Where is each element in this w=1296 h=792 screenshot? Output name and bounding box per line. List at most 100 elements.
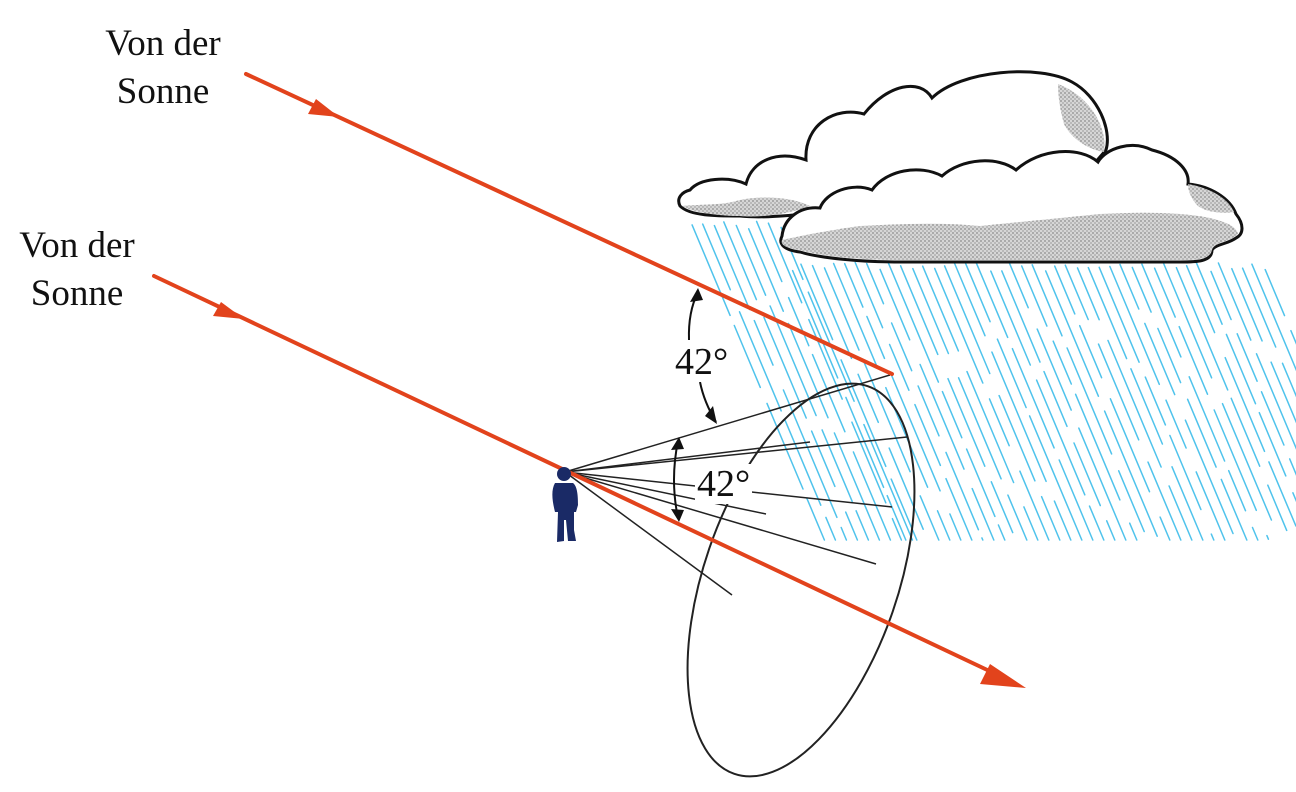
sun-ray-lower-end-arrowhead <box>980 664 1026 688</box>
rain-streak <box>1117 470 1145 533</box>
sun-ray-lower <box>152 274 1002 678</box>
cloud-front-shade <box>781 212 1238 260</box>
rain-streak <box>1001 270 1041 363</box>
rain-streak <box>854 261 884 329</box>
rain-streak <box>1255 353 1296 450</box>
sun-ray-upper <box>244 72 894 376</box>
rain-streak <box>733 324 762 389</box>
rain-streak <box>823 267 860 351</box>
rain-streak <box>1097 343 1140 441</box>
rain-streak <box>921 265 960 352</box>
rain-streak <box>919 495 940 541</box>
rain-streak <box>769 305 817 417</box>
rain-streak <box>981 537 984 541</box>
cone-line <box>564 374 891 473</box>
rain-streak <box>1169 434 1202 511</box>
rain-streak <box>1053 500 1072 541</box>
rain-streak <box>1141 263 1182 358</box>
rain-streak <box>941 390 963 439</box>
rain-streak <box>1078 324 1103 379</box>
rain-streak <box>806 497 826 541</box>
rain-streak <box>1023 506 1039 541</box>
rain-streak <box>800 263 834 341</box>
rain-streak <box>713 224 751 311</box>
rain-streak <box>863 423 914 541</box>
rain-streak <box>840 526 848 541</box>
rain-streak <box>919 363 965 470</box>
rain-streak <box>1098 266 1140 363</box>
rain-streak <box>1076 267 1100 321</box>
rain-streak <box>843 262 864 308</box>
rain-streak <box>1241 267 1277 348</box>
rain-streak <box>1175 266 1229 391</box>
rain-streak <box>914 403 942 467</box>
rain-streak <box>833 432 881 541</box>
rain-streak <box>1270 361 1296 424</box>
rain-streak <box>1105 520 1116 541</box>
rain-streak <box>1225 333 1257 405</box>
rain-streak <box>844 511 859 541</box>
sun-label-lower-line1: Von der <box>19 225 135 266</box>
angle-arc-lower <box>673 440 679 519</box>
rain-streak <box>1036 328 1072 411</box>
sun-label-lower: Von der Sonne <box>2 222 152 318</box>
rain-streak <box>866 315 886 360</box>
rain-streak <box>1107 339 1162 468</box>
rain-streak <box>735 224 767 296</box>
observer-head <box>557 467 571 481</box>
rain-streak <box>1066 347 1113 455</box>
rain-streak <box>691 224 731 317</box>
rain-streak <box>1185 264 1216 334</box>
rain-streak <box>857 373 880 424</box>
rain-streak <box>1210 533 1215 541</box>
rain-streak <box>936 510 951 541</box>
rain-streak <box>1011 347 1055 449</box>
rain-streak <box>1064 264 1089 321</box>
rain-streak <box>1153 267 1176 318</box>
arrowhead <box>671 509 684 522</box>
rain-streak <box>1221 402 1273 521</box>
rain-streak <box>1074 393 1121 501</box>
rain-streak <box>991 351 1047 483</box>
sun-ray-lower-arrowhead <box>213 302 244 319</box>
rain-streak <box>971 487 995 541</box>
rain-streak <box>1220 478 1248 541</box>
rain-streak <box>998 394 1036 482</box>
rain-streak <box>1008 261 1029 309</box>
rain-streak <box>1267 484 1288 532</box>
rain-streak <box>1165 399 1187 449</box>
rain-streak <box>1195 261 1223 325</box>
rain-streak <box>1288 458 1296 476</box>
rain-streak <box>811 264 853 360</box>
rain-streak <box>810 430 836 488</box>
angle-arcs <box>671 288 717 522</box>
rain-streak <box>1290 329 1296 345</box>
rain-streak <box>862 359 911 473</box>
cloud-back-shade-top <box>1058 84 1105 152</box>
rain-streak <box>791 269 839 379</box>
rain-streak <box>1157 327 1182 384</box>
rain-streak <box>988 398 1010 447</box>
rainbow-cone <box>564 374 916 778</box>
rain-streak <box>865 262 885 305</box>
rain-streak <box>784 419 822 506</box>
rain-streak <box>1227 469 1247 512</box>
rain-streak <box>997 524 1006 541</box>
rain-streak <box>852 451 892 541</box>
rain-streak <box>1043 370 1068 428</box>
rain-streak <box>953 261 986 337</box>
rain-streak <box>912 267 950 355</box>
sun-rays <box>152 72 1026 688</box>
rain-streak <box>1109 265 1161 386</box>
rain-streak <box>753 319 774 366</box>
sun-label-upper-line2: Sonne <box>116 71 210 112</box>
rain-streak <box>887 262 940 383</box>
angle-label-lower: 42° <box>695 463 753 505</box>
cloud-back-shade-bottom <box>682 197 810 217</box>
rain-streak <box>1258 411 1287 477</box>
rain-streak <box>840 359 887 468</box>
cloud-front-shade-right <box>1188 184 1234 213</box>
rain-streak <box>888 343 910 391</box>
rain-streak <box>1058 459 1094 541</box>
